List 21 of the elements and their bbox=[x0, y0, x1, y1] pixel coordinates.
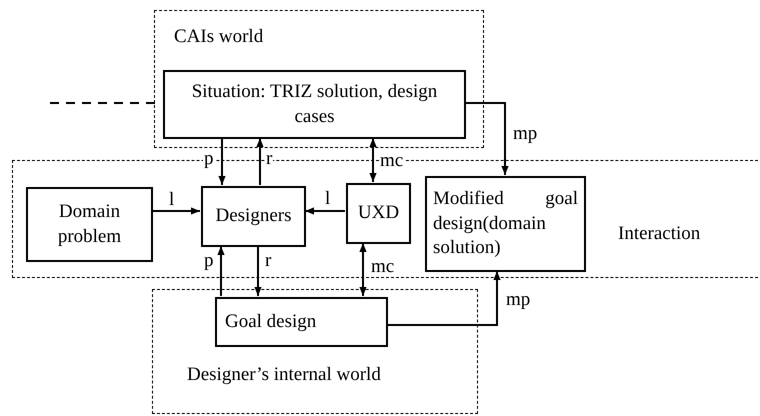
arrow bbox=[152, 207, 200, 215]
process-box: UXD bbox=[346, 183, 411, 244]
process-box: Goal design bbox=[215, 297, 388, 347]
arrow bbox=[305, 207, 345, 215]
arrow bbox=[254, 246, 262, 296]
dashed-region bbox=[152, 289, 478, 414]
process-box: Modified goal design(domain solution) bbox=[425, 176, 586, 272]
region-title: CAIs world bbox=[174, 26, 264, 49]
arrow bbox=[465, 102, 509, 175]
arrow bbox=[359, 243, 367, 296]
process-box: Domain problem bbox=[26, 187, 153, 262]
process-box: Designers bbox=[201, 186, 306, 247]
arrow bbox=[369, 138, 377, 182]
region-title: Interaction bbox=[618, 223, 700, 246]
arrow bbox=[387, 271, 501, 326]
region-title: Designer’s internal world bbox=[187, 364, 381, 387]
arrow bbox=[218, 138, 226, 185]
process-box: Situation: TRIZ solution, design cases bbox=[163, 70, 466, 139]
arrow bbox=[256, 138, 264, 185]
dashed-region bbox=[154, 10, 484, 148]
arrow bbox=[217, 246, 225, 296]
